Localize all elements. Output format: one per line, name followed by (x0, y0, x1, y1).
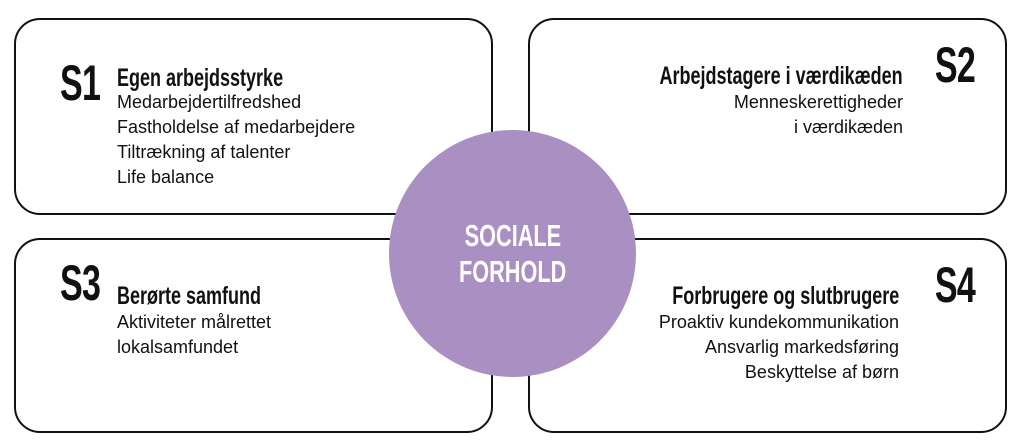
section-title: Berørte samfund (117, 282, 262, 310)
list-item: Medarbejdertilfredshed (117, 92, 302, 112)
list-item: Fastholdelse af medarbejdere (117, 117, 356, 137)
section-items: Menneskerettigheder i værdikæden (734, 90, 903, 140)
section-s1-card: S1 Egen arbejdsstyrke Medarbejdertilfred… (14, 18, 493, 215)
list-item: Ansvarlig markedsføring (704, 337, 899, 357)
section-items: Aktiviteter målrettet lokalsamfundet (117, 310, 271, 360)
list-item: Beskyttelse af børn (744, 362, 899, 382)
center-circle: SOCIALE FORHOLD (389, 130, 636, 377)
section-code: S1 (60, 55, 101, 111)
center-label-line2: FORHOLD (458, 253, 567, 289)
list-item: Life balance (117, 167, 215, 187)
section-code: S4 (934, 257, 976, 313)
list-item: Tiltrækning af talenter (117, 142, 291, 162)
center-label-line1: SOCIALE (464, 217, 561, 253)
list-item: Menneskerettigheder (733, 92, 903, 112)
section-items: Medarbejdertilfredshed Fastholdelse af m… (117, 90, 355, 190)
list-item: lokalsamfundet (117, 337, 239, 357)
section-s2-card: S2 Arbejdstagere i værdikæden Menneskere… (528, 18, 1007, 215)
list-item: i værdikæden (793, 117, 903, 137)
section-title: Arbejdstagere i værdikæden (659, 62, 903, 90)
list-item: Proaktiv kundekommunikation (658, 312, 899, 332)
list-item: Aktiviteter målrettet (117, 312, 272, 332)
section-items: Proaktiv kundekommunikation Ansvarlig ma… (659, 310, 899, 385)
section-code: S2 (934, 37, 976, 93)
section-code: S3 (60, 255, 101, 311)
section-title: Forbrugere og slutbrugere (671, 282, 899, 310)
section-title: Egen arbejdsstyrke (117, 64, 284, 92)
